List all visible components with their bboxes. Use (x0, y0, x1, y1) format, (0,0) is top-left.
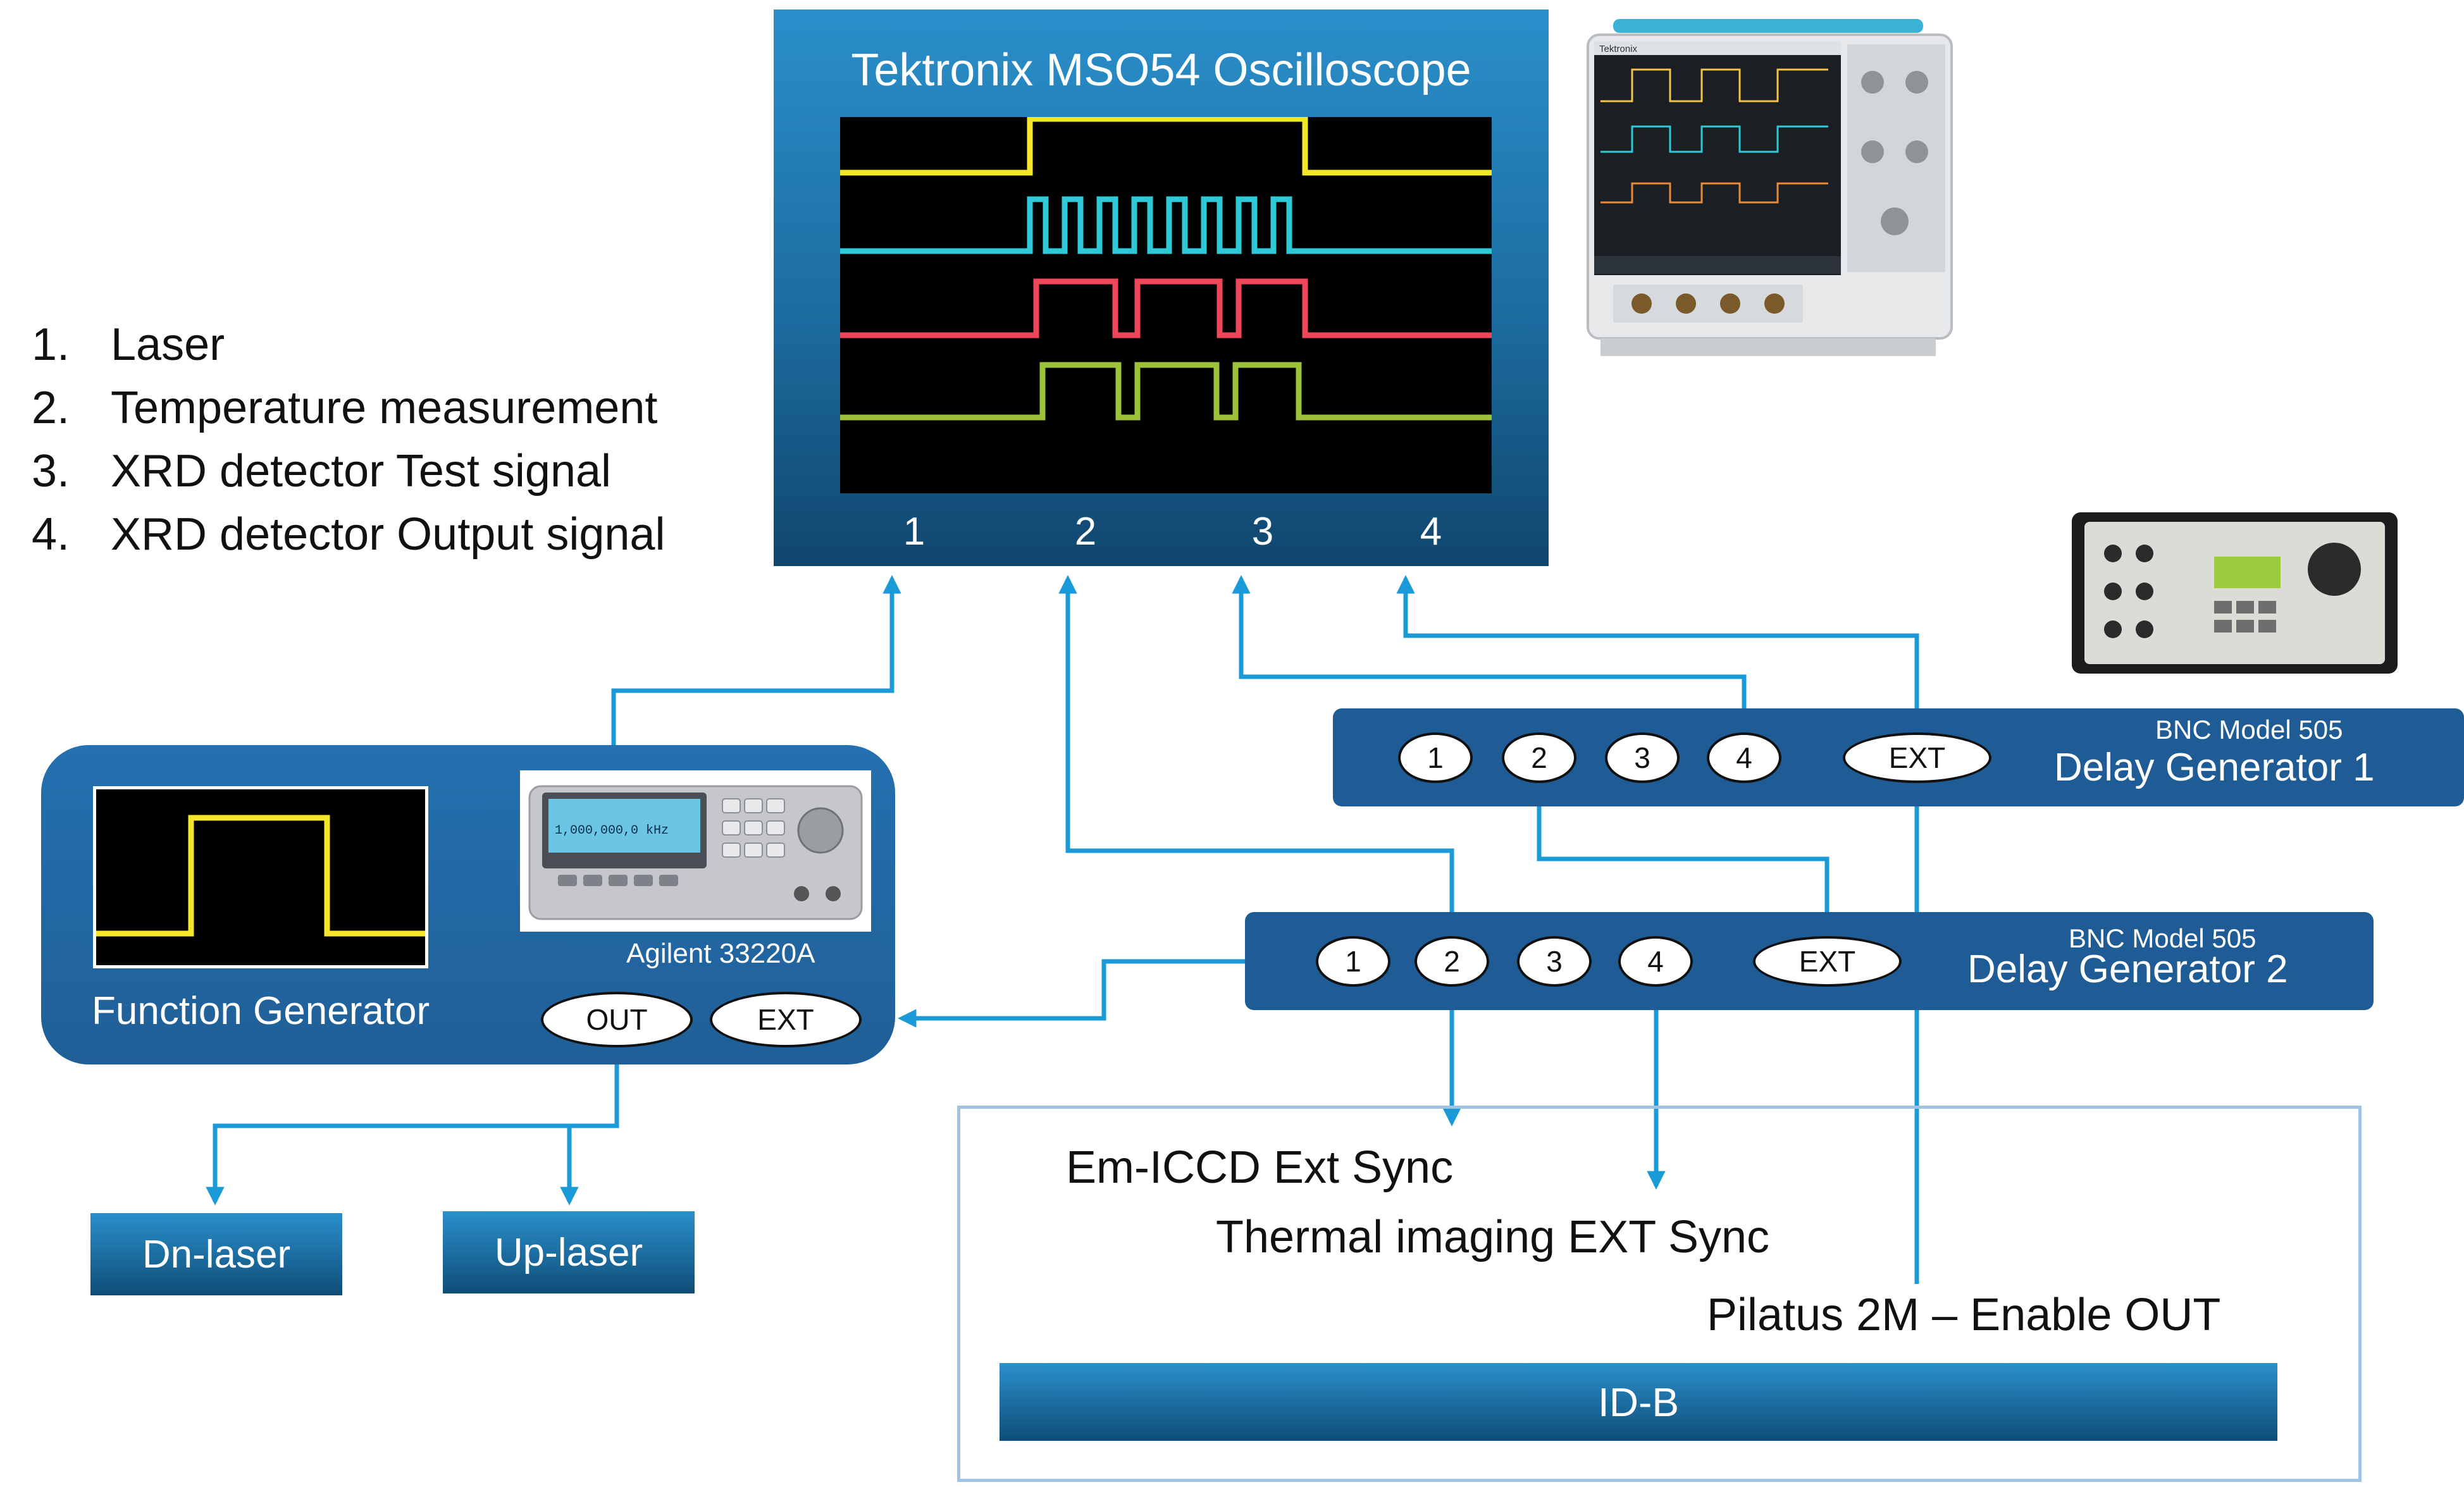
legend-item: 3.XRD detector Test signal (32, 446, 612, 497)
trace-xrd-output (840, 362, 1492, 421)
wire-dg1-to-dg2ext (1537, 783, 1836, 932)
idb-bar: ID-B (1000, 1363, 2277, 1441)
function-generator-screen (93, 786, 428, 968)
wire-dg2-to-ch2 (1058, 575, 1454, 949)
function-generator-title: Function Generator (92, 989, 430, 1033)
trace-temperature (840, 196, 1492, 254)
svg-text:1,000,000,0 kHz: 1,000,000,0 kHz (555, 824, 669, 838)
em-iccd-label: Em-ICCD Ext Sync (1066, 1142, 1454, 1193)
dg2-port-4: 4 (1618, 936, 1693, 987)
oscilloscope-photo: Tektronix (1587, 19, 1953, 356)
wire-dg1-to-ch3 (1232, 575, 1747, 737)
idb-frame (957, 1106, 2362, 1482)
dg2-ext-port: EXT (1753, 936, 1902, 987)
oscilloscope-screen (840, 116, 1492, 493)
thermal-imaging-label: Thermal imaging EXT Sync (1216, 1212, 1770, 1262)
delay-generator-2-panel: 1 2 3 4 EXT BNC Model 505 Delay Generato… (1245, 912, 2374, 1010)
wire-fg-to-ch1 (611, 575, 901, 746)
dn-laser-box: Dn-laser (90, 1213, 342, 1295)
scope-channel-4: 4 (1420, 510, 1442, 553)
dg1-port-1: 1 (1398, 732, 1473, 783)
dg1-port-4: 4 (1707, 732, 1781, 783)
legend-item: 2.Temperature measurement (32, 383, 658, 433)
scope-channel-1: 1 (903, 510, 926, 553)
square-pulse-trace (96, 815, 425, 937)
svg-text:Tektronix: Tektronix (1599, 44, 1638, 54)
dg2-port-1: 1 (1316, 936, 1390, 987)
function-generator-panel: 1,000,000,0 kHz Agilent 33220A Function … (41, 745, 895, 1064)
dg1-model: BNC Model 505 (2155, 715, 2343, 744)
signal-legend: 1.Laser 2.Temperature measurement 3.XRD … (32, 313, 665, 566)
oscilloscope-title: Tektronix MSO54 Oscilloscope (851, 45, 1471, 96)
oscilloscope-panel: Tektronix MSO54 Oscilloscope 1 2 3 4 (774, 9, 1549, 566)
wire-fg-to-lasers (206, 1044, 619, 1206)
fg-out-port: OUT (541, 992, 693, 1047)
dg1-ext-port: EXT (1843, 732, 1991, 783)
up-laser-box: Up-laser (443, 1211, 695, 1293)
oscilloscope-traces (840, 116, 1492, 421)
pilatus-label: Pilatus 2M – Enable OUT (1707, 1290, 2221, 1340)
delay-generator-1-panel: 1 2 3 4 EXT BNC Model 505 Delay Generato… (1333, 708, 2464, 806)
trace-laser (840, 116, 1492, 176)
function-generator-photo: 1,000,000,0 kHz (528, 785, 863, 920)
dg2-model: BNC Model 505 (2069, 923, 2257, 953)
trace-xrd-test (840, 278, 1492, 338)
function-generator-photo-frame: 1,000,000,0 kHz (520, 770, 871, 932)
scope-channel-2: 2 (1074, 510, 1097, 553)
function-generator-trace (96, 815, 425, 937)
dg2-port-2: 2 (1415, 936, 1489, 987)
scope-channel-3: 3 (1251, 510, 1274, 553)
wire-dg2-to-fg (898, 959, 1316, 1028)
wire-dg1ext-to-ch4 (1396, 575, 1919, 708)
dg1-port-2: 2 (1502, 732, 1576, 783)
legend-item: 1.Laser (32, 319, 225, 370)
delay-generator-photo (2072, 512, 2398, 674)
function-generator-model: Agilent 33220A (626, 938, 815, 969)
dg1-name: Delay Generator 1 (2054, 746, 2375, 789)
legend-item: 4.XRD detector Output signal (32, 509, 666, 560)
fg-ext-port: EXT (710, 992, 862, 1047)
dg2-port-3: 3 (1517, 936, 1592, 987)
dg1-port-3: 3 (1605, 732, 1680, 783)
dg2-name: Delay Generator 2 (1967, 947, 2288, 991)
